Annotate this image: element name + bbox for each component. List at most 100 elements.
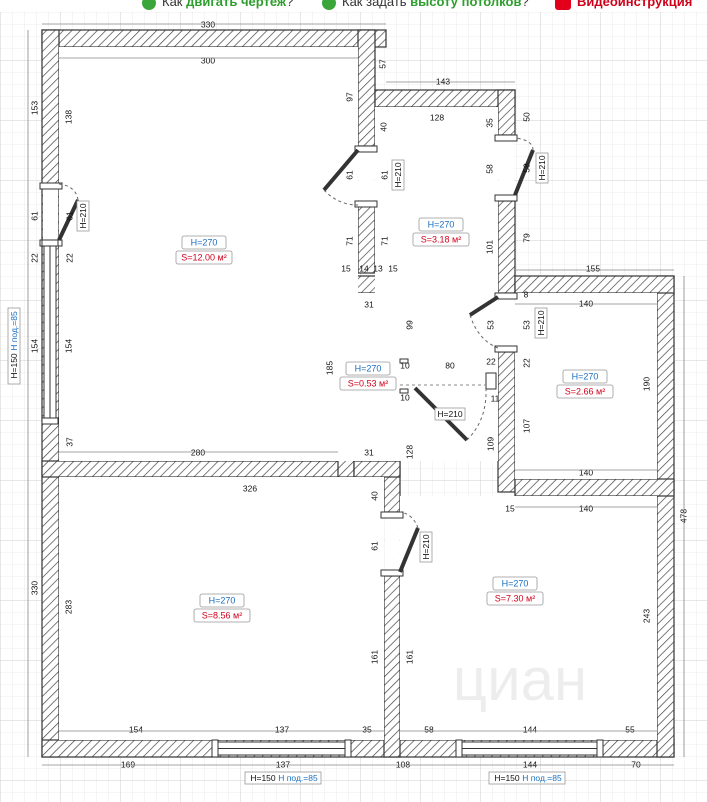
dimension-value: 326 (243, 483, 257, 493)
door-label-text: H=210 (437, 409, 463, 419)
door-leaf (322, 148, 360, 192)
dimension-value: 330 (29, 581, 39, 595)
room-height-box (345, 361, 391, 376)
door-jamb (494, 194, 518, 202)
window-sill-height: H под.=85 (9, 311, 19, 351)
wall-segment (656, 275, 675, 758)
room-height: H=270 (355, 363, 382, 373)
window-height: H=150 (250, 773, 276, 783)
dimension-value: 108 (396, 759, 410, 769)
wall-segment (514, 478, 675, 497)
dimension-value: 31 (364, 299, 374, 309)
dimension-value: 22 (521, 358, 531, 368)
dimension-value: 13 (373, 263, 383, 273)
door-jamb (494, 345, 518, 353)
door-swing (514, 137, 534, 151)
window-end (596, 739, 604, 758)
dimension-value: 140 (579, 467, 593, 477)
window-sill-height: H под.=85 (278, 773, 318, 783)
video-instruction-link[interactable]: Видеоинструкция (555, 0, 692, 10)
how-to-set-ceiling-link[interactable]: Как задать высоту потолков? (322, 0, 529, 10)
dimension-value: 155 (586, 263, 600, 273)
door-leaf (57, 199, 80, 241)
wall-segment (383, 575, 401, 758)
room-area: S=2.66 м² (565, 386, 605, 396)
dimension-value: 107 (521, 419, 531, 433)
dimension-value: 128 (404, 445, 414, 459)
door-label: H=210 (76, 200, 90, 232)
dimension-value: 79 (521, 233, 531, 243)
dimension-value: 109 (485, 437, 495, 451)
door-label-box (434, 407, 466, 421)
dimension-value: 61 (369, 541, 379, 551)
room-height: H=270 (572, 371, 599, 381)
dimension-value: 243 (641, 609, 651, 623)
room-area: S=0.53 м² (348, 378, 388, 388)
dimension-value: 15 (388, 263, 398, 273)
dimension-value: 190 (641, 377, 651, 391)
dimension-value: 140 (579, 503, 593, 513)
door-swing (58, 183, 79, 201)
door-label-text: H=210 (537, 155, 547, 181)
door-leaf (398, 527, 420, 573)
room-height-box (199, 593, 245, 608)
dimension-value: 61 (379, 170, 389, 180)
room-height: H=270 (209, 595, 236, 605)
wall-segment (374, 89, 516, 108)
door-jamb (39, 182, 63, 190)
dimension-value: 61 (64, 211, 74, 221)
wall-segment (353, 460, 401, 478)
dimension-value: 283 (63, 600, 73, 614)
dimension-value: 478 (678, 509, 688, 523)
dimension-value: 14 (359, 263, 369, 273)
door-jamb (380, 511, 404, 519)
dimension-value: 40 (369, 491, 379, 501)
door-label-box (534, 307, 548, 339)
door-jamb (485, 372, 497, 390)
room-height-box (492, 576, 538, 591)
watermark: циан (453, 646, 587, 713)
dimension-value: 50 (521, 112, 531, 122)
window-sill-height: H под.=85 (522, 773, 562, 783)
dimension-value: 15 (505, 503, 515, 513)
door-label: H=210 (434, 407, 466, 421)
dimension-lines (27, 23, 685, 766)
wall-segment (41, 29, 387, 48)
door-jamb (380, 569, 404, 577)
window-height: H=150 (494, 773, 520, 783)
how-to-move-link[interactable]: Как двигать чертеж? (142, 0, 293, 10)
wall-segment (497, 351, 516, 493)
dimension-value: 53 (521, 320, 531, 330)
dimension-value: 22 (29, 253, 39, 263)
room-area-box (486, 591, 544, 606)
door-jamb (354, 200, 378, 208)
dimension-value: 11 (491, 393, 500, 403)
window-end (344, 739, 352, 758)
room-area-box (193, 608, 251, 623)
door-jamb (399, 388, 409, 394)
door-label-box (535, 152, 549, 184)
dimension-value: 153 (29, 101, 39, 115)
door-swing (323, 189, 359, 206)
dimension-value: 128 (430, 112, 444, 122)
dimension-value: 185 (324, 361, 334, 375)
dimension-value: 31 (364, 447, 374, 457)
room-area: S=7.30 м² (495, 593, 535, 603)
room-floor (59, 477, 384, 740)
wall-segment (497, 200, 516, 294)
dimension-value: 61 (29, 211, 39, 221)
wall-segment (357, 200, 376, 274)
door-label-text: H=210 (393, 162, 403, 188)
dimension-value: 35 (362, 724, 372, 734)
dimension-value: 99 (404, 320, 414, 330)
dimension-value: 22 (486, 356, 496, 366)
dimension-value: 161 (369, 650, 379, 664)
window-end (211, 739, 219, 758)
